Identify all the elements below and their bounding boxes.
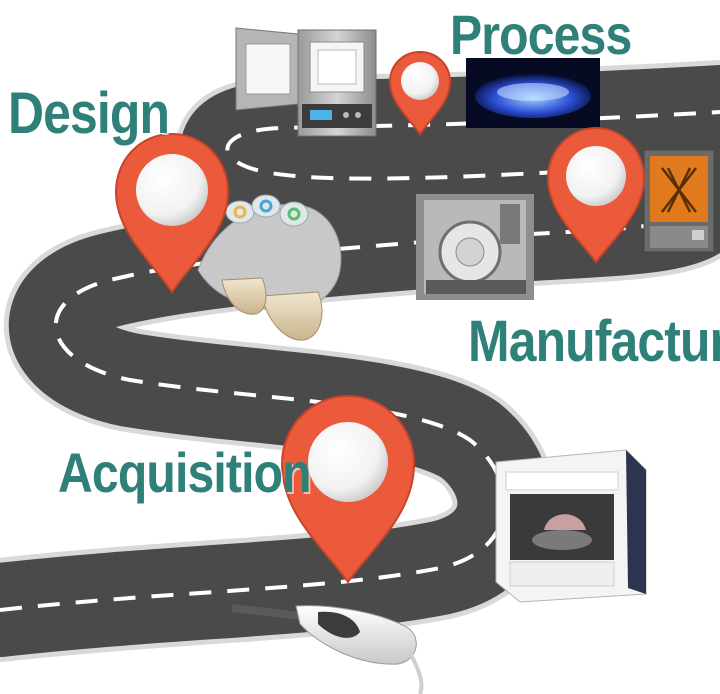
stage-label-manufacture: Manufacture xyxy=(468,309,720,374)
design-pin-icon xyxy=(114,132,230,294)
manufacture-pin-icon xyxy=(546,126,646,264)
lane-marking xyxy=(0,110,720,612)
stage-label-process: Process xyxy=(450,3,632,66)
milling-machine-icon xyxy=(416,194,534,300)
3d-printer-icon xyxy=(643,149,715,253)
process-pin-icon xyxy=(388,50,452,136)
stage-label-acquisition: Acquisition xyxy=(58,441,312,504)
acquisition-pin-icon xyxy=(280,394,416,584)
stage-label-design: Design xyxy=(8,81,170,146)
dental-model-icon xyxy=(197,194,342,341)
lab-scanner-icon xyxy=(495,449,647,603)
intraoral-scanner-icon xyxy=(232,604,424,694)
furnace-icon xyxy=(235,27,377,137)
3d-scan-render-icon xyxy=(466,58,600,128)
